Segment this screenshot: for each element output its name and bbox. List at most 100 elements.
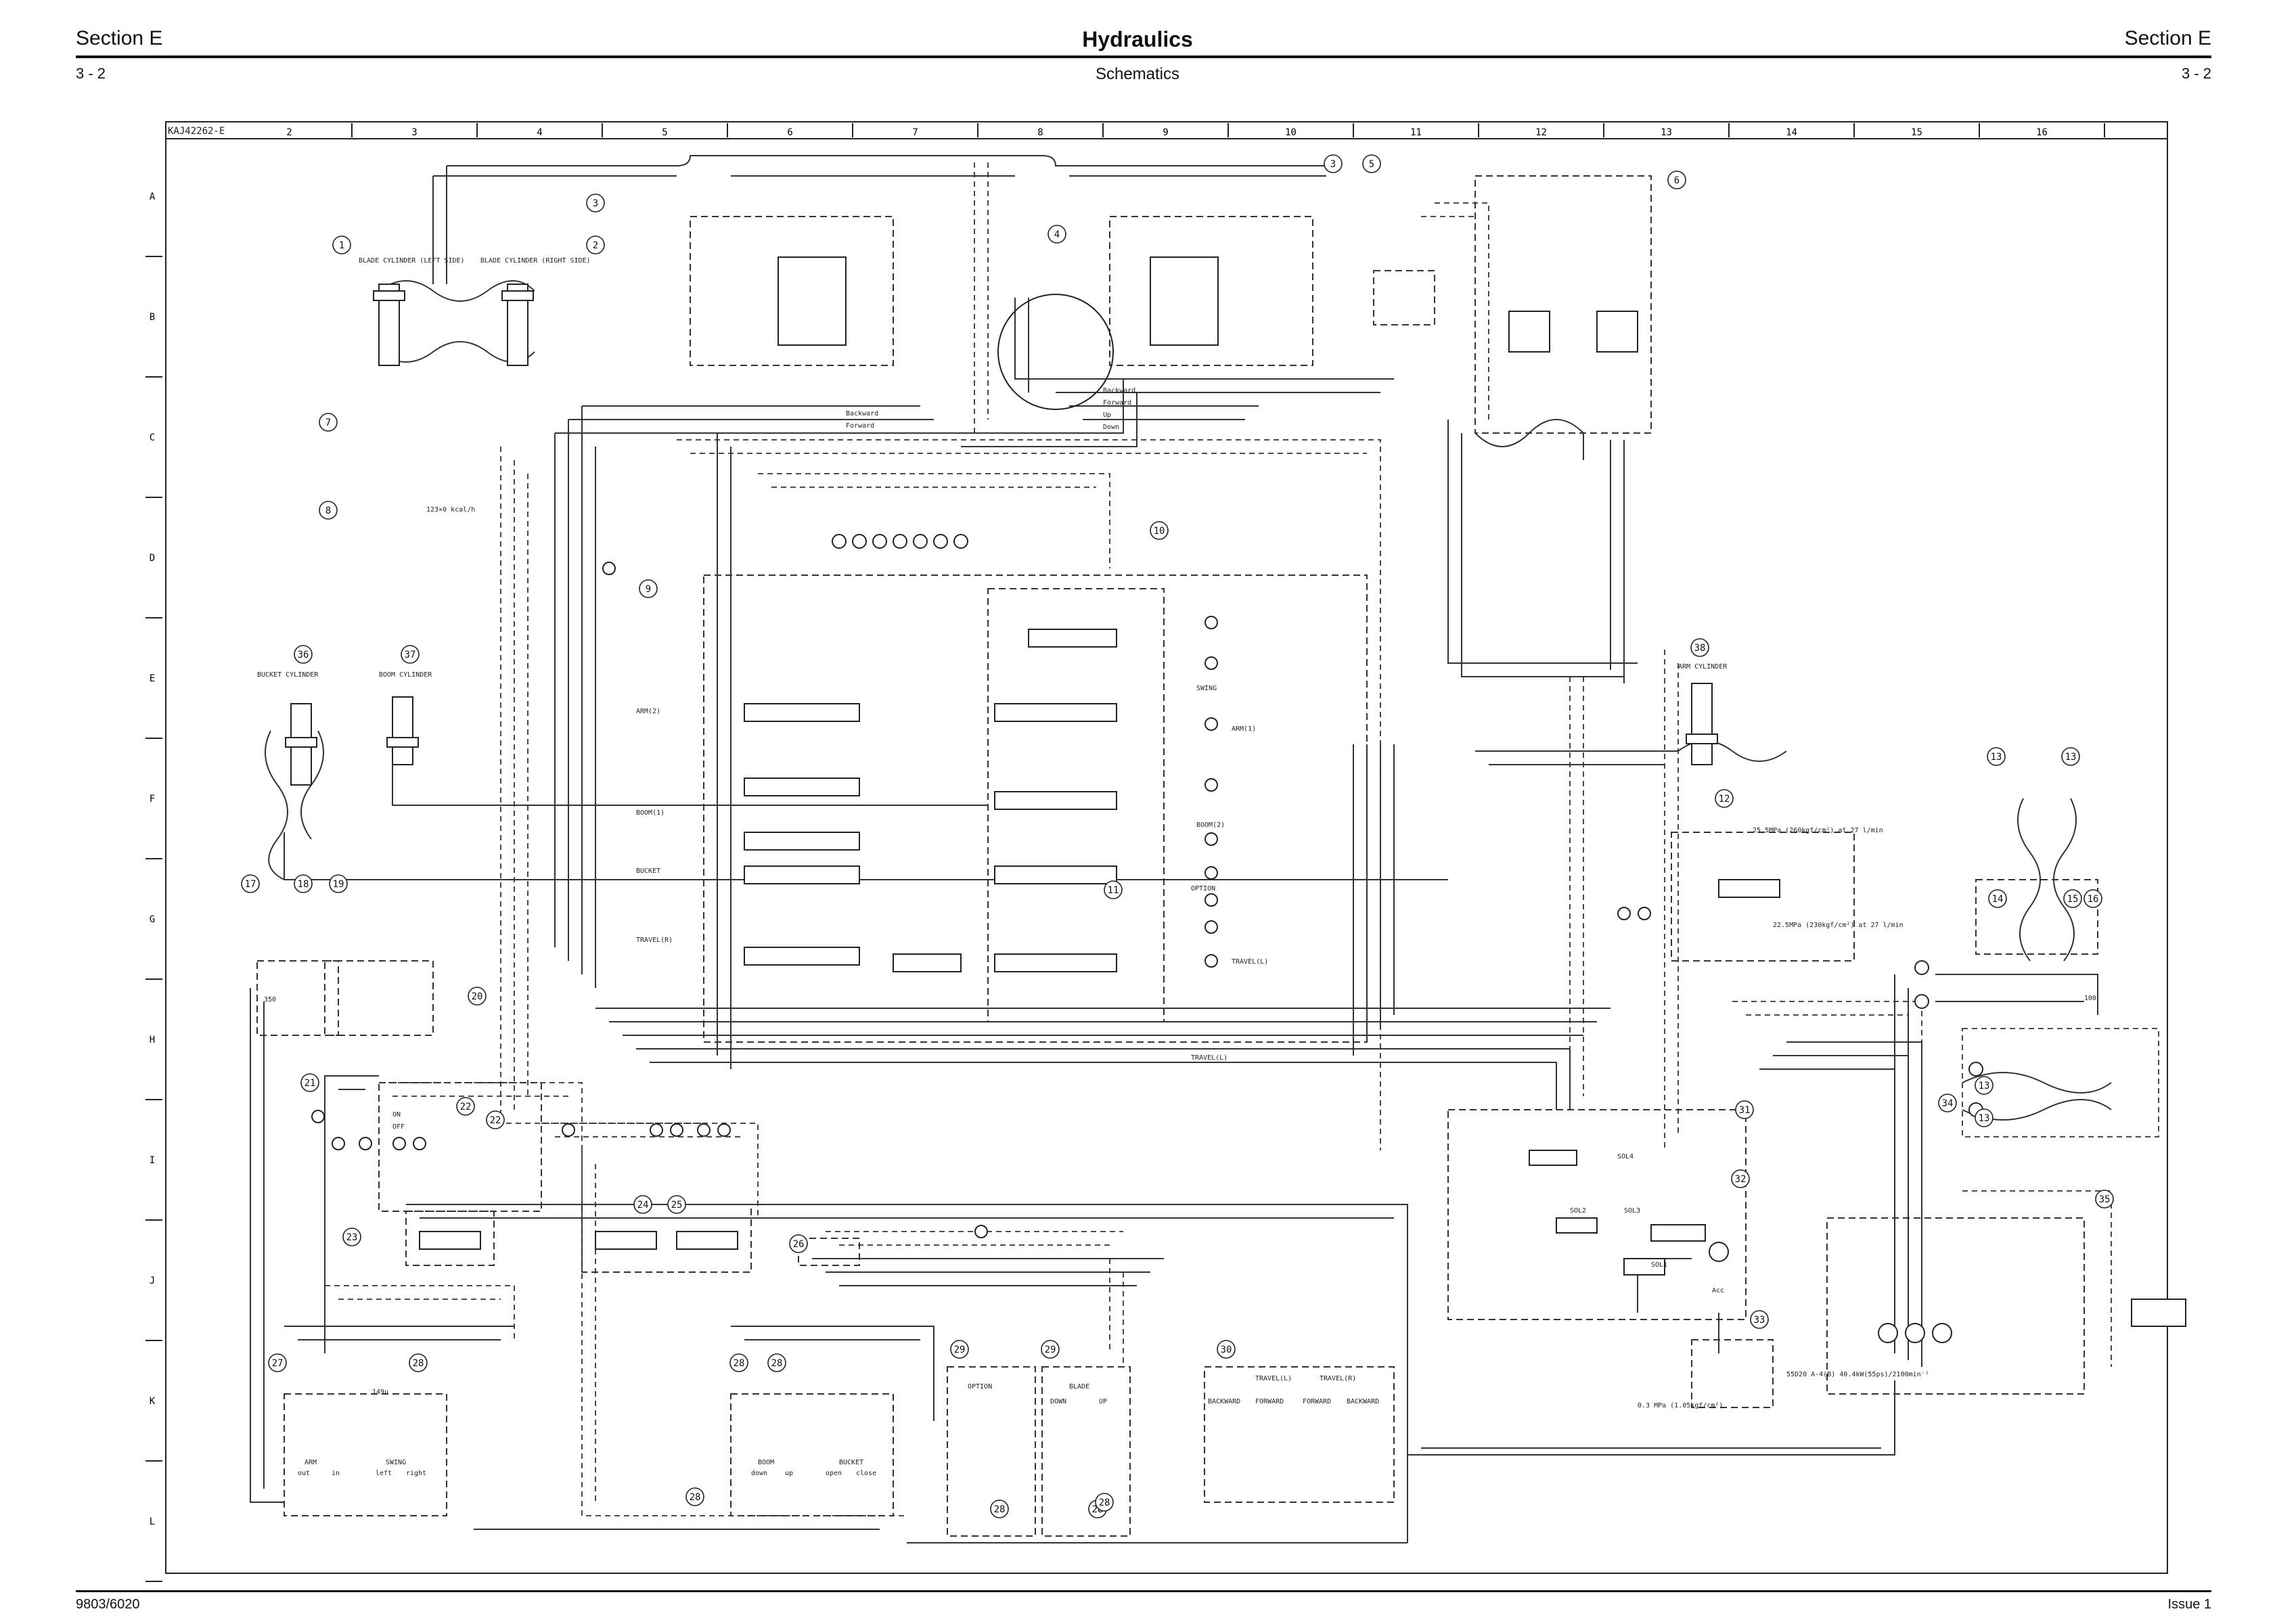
- callout-number: 18: [298, 879, 309, 890]
- label-swing: SWING: [1196, 685, 1217, 692]
- callout-circle: [2083, 889, 2102, 908]
- row-letter: H: [150, 1035, 155, 1045]
- label-bucket-close: close: [856, 1470, 876, 1477]
- callout-number: 28: [1099, 1497, 1110, 1508]
- callout-29: 29: [950, 1340, 969, 1359]
- callout-22: 22: [456, 1097, 475, 1116]
- callout-number: 1: [339, 240, 344, 251]
- callout-4: 4: [1048, 225, 1066, 244]
- page-subtitle: Schematics: [1095, 65, 1180, 83]
- row-letter: L: [150, 1516, 155, 1527]
- callout-28: 28: [409, 1353, 428, 1372]
- label-filter-350: 350: [264, 996, 276, 1003]
- callout-circle: [1938, 1093, 1957, 1112]
- column-number: 8: [1037, 127, 1043, 138]
- label-boom-1: BOOM(1): [636, 809, 665, 817]
- callout-number: 11: [1108, 885, 1119, 896]
- row-letter: J: [150, 1276, 155, 1286]
- callout-circle: [685, 1487, 704, 1506]
- label-pump-spec: 55D20 A-4(B) 40.4kW(55ps)/2100min⁻¹: [1786, 1371, 1929, 1378]
- callout-28: 28: [685, 1487, 704, 1506]
- callout-number: 3: [593, 198, 598, 209]
- callout-11: 11: [1104, 880, 1123, 899]
- callout-circle: [329, 874, 348, 893]
- label-box30-forward2: FORWARD: [1303, 1398, 1331, 1405]
- column-number: 10: [1285, 127, 1297, 138]
- callout-18: 18: [294, 874, 313, 893]
- issue-label: Issue 1: [2167, 1597, 2211, 1612]
- column-number: 16: [2036, 127, 2048, 138]
- label-sol3: SOL3: [1624, 1207, 1640, 1215]
- callout-number: 17: [245, 879, 256, 890]
- label-travel-l: TRAVEL(L): [1232, 958, 1268, 966]
- column-number: 11: [1410, 127, 1422, 138]
- callout-37: 37: [401, 645, 420, 664]
- header-rule: [76, 55, 2211, 58]
- option-pilot-box: [947, 1366, 1036, 1537]
- callout-circle: [401, 645, 420, 664]
- callout-number: 13: [1979, 1113, 1990, 1124]
- callout-33: 33: [1750, 1310, 1769, 1329]
- drawing-id: KAJ42262-E: [168, 126, 225, 137]
- label-swing-left: left: [376, 1470, 392, 1477]
- label-box30-backward: BACKWARD: [1208, 1398, 1240, 1405]
- callout-36: 36: [294, 645, 313, 664]
- pump-box: [1826, 1217, 2085, 1395]
- callout-2: 2: [586, 235, 605, 254]
- callout-number: 6: [1674, 175, 1680, 186]
- label-149u: 149u: [372, 1389, 388, 1396]
- column-number: 9: [1163, 127, 1168, 138]
- solenoid-valve-box: [1447, 1109, 1747, 1320]
- callout-circle: [332, 235, 351, 254]
- label-bucket: BUCKET: [636, 867, 660, 875]
- callout-circle: [1362, 154, 1381, 173]
- callout-number: 10: [1154, 526, 1165, 537]
- label-bucket-cylinder: BUCKET CYLINDER: [257, 671, 319, 679]
- callout-21: 21: [300, 1073, 319, 1092]
- column-number: 3: [411, 127, 417, 138]
- label-up: Up: [1103, 411, 1111, 419]
- callout-number: 12: [1719, 794, 1730, 805]
- label-relief-2: 22.5MPa (230kgf/cm²) at 27 l/min: [1773, 922, 1904, 929]
- callout-number: 3: [1330, 159, 1336, 170]
- callout-circle: [1324, 154, 1343, 173]
- callout-22: 22: [486, 1110, 505, 1129]
- callout-3: 3: [1324, 154, 1343, 173]
- row-letter: D: [150, 553, 155, 564]
- valve-spools: [419, 256, 2186, 1327]
- callout-circle: [1715, 789, 1734, 808]
- callout-27: 27: [268, 1353, 287, 1372]
- label-box30-travel-r: TRAVEL(R): [1320, 1375, 1356, 1382]
- callout-6: 6: [1667, 171, 1686, 189]
- callout-circle: [789, 1234, 808, 1253]
- callout-number: 16: [2088, 894, 2099, 905]
- page-title: Hydraulics: [1082, 27, 1193, 51]
- callout-number: 28: [994, 1504, 1006, 1515]
- row-letter: I: [150, 1155, 155, 1166]
- label-box-blade: BLADE: [1069, 1383, 1089, 1391]
- callout-number: 32: [1735, 1174, 1747, 1185]
- callout-35: 35: [2095, 1190, 2114, 1209]
- callout-circle: [456, 1097, 475, 1116]
- label-box30-backward2: BACKWARD: [1347, 1398, 1379, 1405]
- callout-28: 28: [1095, 1493, 1114, 1512]
- control-valve-box-left: [690, 216, 894, 366]
- column-number: 2: [286, 127, 292, 138]
- label-pump-pressure: 0.3 MPa (1.05kgf/cm²): [1638, 1402, 1723, 1409]
- label-arm-out: out: [298, 1470, 310, 1477]
- column-number: 14: [1786, 127, 1797, 138]
- label-blade-down: DOWN: [1050, 1398, 1066, 1405]
- callout-19: 19: [329, 874, 348, 893]
- label-blade-cyl-left: BLADE CYLINDER (LEFT SIDE): [359, 257, 465, 265]
- label-arm-cylinder: ARM CYLINDER: [1678, 663, 1728, 671]
- callout-circle: [1987, 747, 2006, 766]
- callout-circle: [2063, 889, 2082, 908]
- label-arm-in: in: [332, 1470, 340, 1477]
- column-number: 6: [787, 127, 792, 138]
- callout-number: 34: [1942, 1098, 1954, 1109]
- label-bucket-pilot: BUCKET: [839, 1459, 863, 1466]
- callout-circle: [1690, 638, 1709, 657]
- column-number: 12: [1535, 127, 1547, 138]
